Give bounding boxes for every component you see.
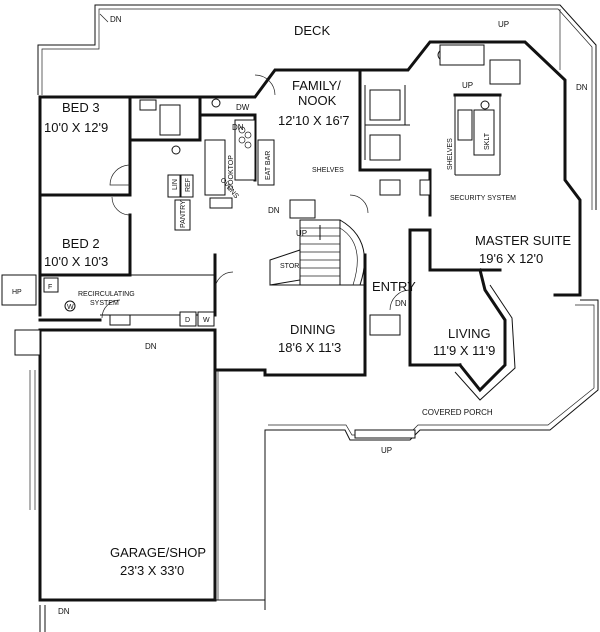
dining-dimensions: 18'6 X 11'3	[278, 340, 341, 355]
family-dimensions: 12'10 X 16'7	[278, 113, 349, 128]
interior-walls	[38, 68, 502, 317]
deck-outline	[37, 4, 597, 210]
garage-label: GARAGE/SHOP	[110, 545, 206, 560]
dn-label-kitchen: DN	[232, 123, 244, 132]
living-label: LIVING	[448, 326, 491, 341]
up-label-bath: UP	[462, 81, 473, 90]
eat-bar-label: EAT BAR	[265, 151, 272, 180]
ref-label: REF	[185, 178, 192, 192]
garage-dimensions: 23'3 X 33'0	[120, 563, 184, 578]
up-label-porch: UP	[381, 446, 392, 455]
recirculating-label: RECIRCULATING	[78, 291, 135, 298]
bed2-dimensions: 10'0 X 10'3	[44, 254, 108, 269]
shelves-label-master: SHELVES	[447, 138, 454, 170]
dn-label-garage-bottom: DN	[58, 607, 70, 616]
covered-porch-label: COVERED PORCH	[422, 408, 493, 417]
garage-outline	[29, 328, 265, 632]
f-label: F	[48, 284, 52, 291]
living-bay	[454, 268, 516, 401]
w-label-washer: W	[203, 317, 210, 324]
w-label-heater: W	[67, 304, 74, 311]
entry-label: ENTRY	[372, 279, 416, 294]
deck-label: DECK	[294, 23, 330, 38]
dn-label-hall: DN	[268, 206, 280, 215]
porch-outline	[264, 299, 599, 610]
master-suite-label: MASTER SUITE	[475, 233, 571, 248]
bed2-label: BED 2	[62, 236, 100, 251]
sklt-label: SKLT	[484, 132, 491, 150]
fixtures	[1, 44, 521, 356]
pantry-label: PANTRY	[180, 200, 187, 228]
master-suite-dimensions: 19'6 X 12'0	[479, 251, 543, 266]
stairs	[269, 199, 365, 286]
cooktop-label: COOKTOP	[228, 155, 235, 190]
dw-label: DW	[236, 103, 250, 112]
stor-label: STOR	[280, 263, 299, 270]
bed3-label: BED 3	[62, 100, 100, 115]
dn-label-deck: DN	[110, 15, 122, 24]
lin-label: LIN	[172, 179, 179, 190]
dn-label-garage: DN	[145, 342, 157, 351]
security-system-label: SECURITY SYSTEM	[450, 195, 516, 202]
dn-label-east: DN	[576, 83, 588, 92]
dining-label: DINING	[290, 322, 336, 337]
bed3-dimensions: 10'0 X 12'9	[44, 120, 108, 135]
up-label-deck: UP	[498, 20, 509, 29]
hp-label: HP	[12, 289, 22, 296]
family-label: FAMILY/	[292, 78, 341, 93]
system-label: SYSTEM	[90, 300, 119, 307]
annotation-labels: DN UP DN UP DW DN COOKTOP EAT BAR OVENS …	[12, 15, 588, 616]
d-label: D	[185, 317, 190, 324]
door-swings	[101, 74, 411, 336]
living-dimensions: 11'9 X 11'9	[433, 343, 495, 358]
shelves-label-family: SHELVES	[312, 167, 344, 174]
room-labels: DECK FAMILY/ NOOK 12'10 X 16'7 BED 3 10'…	[44, 23, 571, 578]
up-label-stairs: UP	[296, 229, 307, 238]
dn-label-entry: DN	[395, 299, 407, 308]
family-label-2: NOOK	[298, 93, 337, 108]
